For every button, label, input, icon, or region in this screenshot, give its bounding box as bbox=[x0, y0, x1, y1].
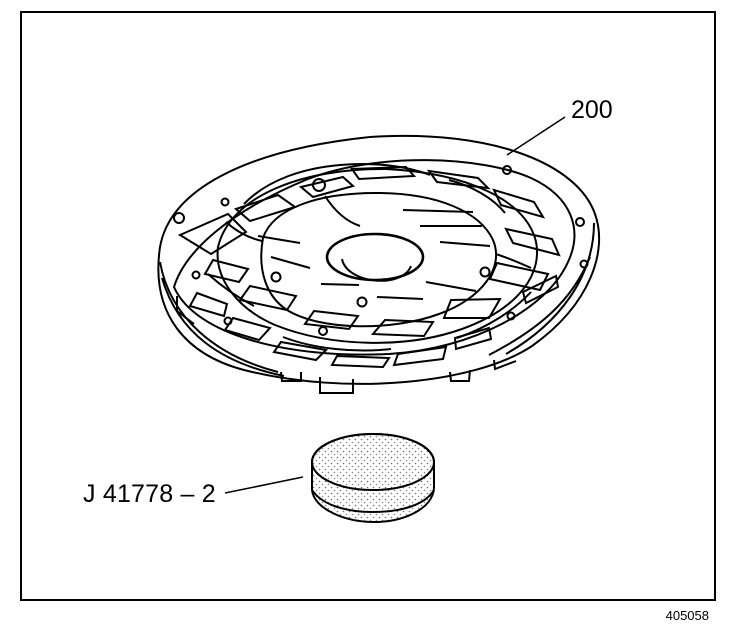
tool-number-label: J 41778 – 2 bbox=[83, 480, 216, 508]
callout-200-leader bbox=[506, 116, 566, 156]
figure-id: 405058 bbox=[665, 608, 709, 623]
tool-leader bbox=[224, 476, 304, 494]
valve-plate bbox=[157, 134, 601, 394]
part-number-label: 200 bbox=[571, 96, 613, 124]
tool-spacer bbox=[311, 433, 435, 524]
